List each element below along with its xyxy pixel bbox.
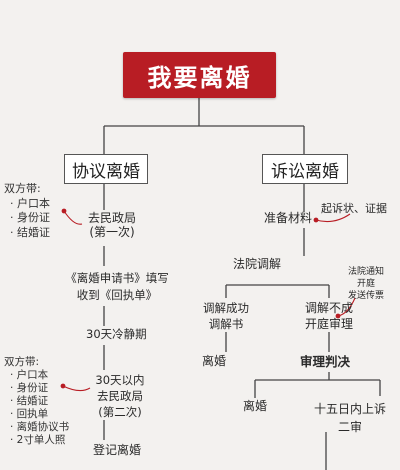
step-prepare-materials: 准备材料 xyxy=(264,211,313,225)
step-civil-affairs-second: 30天以内 去民政局 (第二次) xyxy=(80,372,160,420)
step-cooling-off: 30天冷静期 xyxy=(86,327,147,341)
materials-note: 起诉状、证据 xyxy=(321,202,387,215)
document-item: · 离婚协议书 xyxy=(10,421,70,433)
mediation-success: 调解成功 调解书 xyxy=(183,300,269,332)
document-item: · 结婚证 xyxy=(10,395,49,407)
main-title-box: 我要离婚 xyxy=(123,52,276,98)
note-text: 开庭 xyxy=(356,279,375,289)
step-text: 收到《回执单》 xyxy=(76,288,158,302)
mediation-fail: 调解不成 开庭审理 xyxy=(282,300,376,332)
document-item: · 户口本 xyxy=(10,369,49,381)
branch-litigation-divorce: 诉讼离婚 xyxy=(262,154,348,184)
court-notice-note: 法院通知 开庭 发送传票 xyxy=(338,266,394,302)
documents-list-second-visit: 双方带: · 户口本 · 身份证 · 结婚证 · 回执单 · 离婚协议书 · 2… xyxy=(4,356,69,447)
note-text: 发送传票 xyxy=(347,291,384,301)
result-divorce-judgment: 离婚 xyxy=(243,399,268,413)
step-trial-judgment: 审理判决 xyxy=(300,354,351,369)
step-court-mediation: 法院调解 xyxy=(233,257,282,271)
documents-list-first-visit: 双方带: · 户口本 · 身份证 · 结婚证 xyxy=(4,182,50,240)
documents-heading: 双方带: xyxy=(4,356,40,368)
step-text: 去民政局 xyxy=(87,211,136,225)
document-item: · 身份证 xyxy=(10,211,50,224)
document-item: · 回执单 xyxy=(10,408,49,420)
branch-litigation-title: 诉讼离婚 xyxy=(271,161,339,182)
result-divorce-mediation: 离婚 xyxy=(202,354,227,368)
step-text: 开庭审理 xyxy=(304,317,353,331)
main-title: 我要离婚 xyxy=(147,63,252,92)
step-text: 调解不成 xyxy=(304,301,353,315)
step-text: (第二次) xyxy=(98,405,142,419)
step-text: 30天以内 xyxy=(95,373,145,387)
step-text: 二审 xyxy=(337,420,362,434)
document-item: · 结婚证 xyxy=(10,225,50,239)
step-text: 调解书 xyxy=(208,317,244,331)
step-text: (第一次) xyxy=(89,224,135,239)
branch-agreement-title: 协议离婚 xyxy=(72,161,140,182)
documents-heading: 双方带: xyxy=(4,182,41,195)
document-item: · 2寸单人照 xyxy=(10,434,66,446)
appeal-second-instance: 十五日内上诉 二审 xyxy=(300,400,400,436)
step-text: 《离婚申请书》填写 xyxy=(65,271,169,285)
note-text: 法院通知 xyxy=(347,267,384,277)
step-civil-affairs-first: 去民政局 (第一次) xyxy=(72,211,152,240)
branch-agreement-divorce: 协议离婚 xyxy=(64,154,148,184)
document-item: · 身份证 xyxy=(10,382,49,394)
step-text: 调解成功 xyxy=(203,301,249,315)
step-application-form: 《离婚申请书》填写 收到《回执单》 xyxy=(52,270,182,304)
step-text: 去民政局 xyxy=(97,389,143,403)
step-text: 十五日内上诉 xyxy=(313,402,386,416)
document-item: · 户口本 xyxy=(10,196,50,210)
step-register-divorce: 登记离婚 xyxy=(93,443,142,457)
